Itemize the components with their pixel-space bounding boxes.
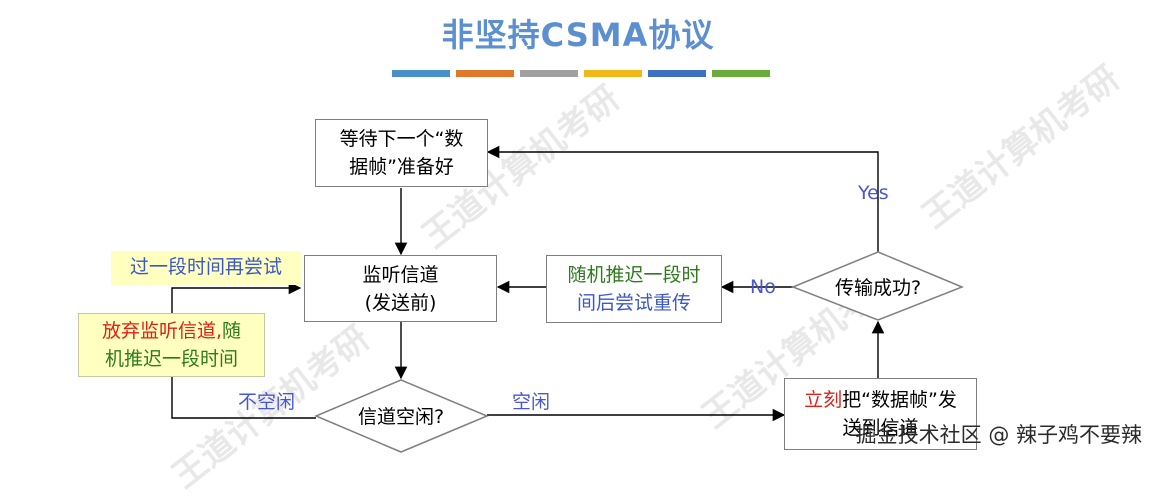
retry-later-note: 过一段时间再尝试: [111, 251, 301, 285]
give-up-red-text: 放弃监听信道,: [101, 320, 223, 342]
title-underline-stripes: [392, 70, 776, 77]
wait-line1: 等待下一个“数: [339, 128, 464, 150]
stripe: [456, 70, 514, 77]
decision-idle-label: 信道空闲?: [357, 406, 445, 428]
no-label: No: [750, 276, 776, 298]
wait-for-frame-box: 等待下一个“数 据帧”准备好: [315, 119, 488, 187]
give-up-green-tail: 随: [222, 320, 242, 342]
send-frame-box: 立刻把“数据帧”发 送到信道: [784, 378, 977, 450]
give-up-note: 放弃监听信道,随 机推迟一段时间: [78, 313, 265, 377]
give-up-line1: 放弃监听信道,随: [79, 317, 264, 345]
credit-watermark: 掘金技术社区 @ 辣子鸡不要辣: [855, 423, 1142, 447]
give-up-line2: 机推迟一段时间: [104, 348, 238, 370]
wait-line2: 据帧”准备好: [349, 156, 454, 178]
send-rest-text: 把“数据帧”发: [842, 389, 957, 411]
send-line1: 立刻把“数据帧”发: [804, 386, 957, 414]
connectors: [171, 145, 964, 453]
diagram-title: 非坚持CSMA协议: [441, 16, 715, 54]
stripe: [392, 70, 450, 77]
listen-channel-box: 监听信道 (发送前): [304, 255, 497, 322]
stripe: [584, 70, 642, 77]
decision-success-label: 传输成功?: [834, 277, 922, 299]
yes-label: Yes: [858, 182, 889, 204]
listen-line2: (发送前): [364, 291, 437, 314]
backoff-line2: 间后尝试重传: [576, 292, 691, 314]
stripe: [712, 70, 770, 77]
listen-line1: 监听信道: [362, 263, 439, 286]
free-label: 空闲: [512, 391, 551, 413]
stripe: [520, 70, 578, 77]
decision-success-shape: [790, 251, 964, 321]
backoff-line1: 随机推迟一段时: [567, 264, 701, 286]
send-immediately-text: 立刻: [804, 389, 843, 411]
stripe: [648, 70, 706, 77]
decision-idle-shape: [314, 379, 489, 453]
send-line2: 送到信道: [842, 417, 919, 439]
arrow-success-to-wait: [486, 145, 879, 252]
random-backoff-box: 随机推迟一段时 间后尝试重传: [546, 255, 722, 323]
flowchart: 王道计算机考研 王道计算机考研 王道计算机考研 王道计算机考研 非坚持CSMA协…: [78, 16, 1142, 496]
busy-label: 不空闲: [238, 391, 296, 413]
